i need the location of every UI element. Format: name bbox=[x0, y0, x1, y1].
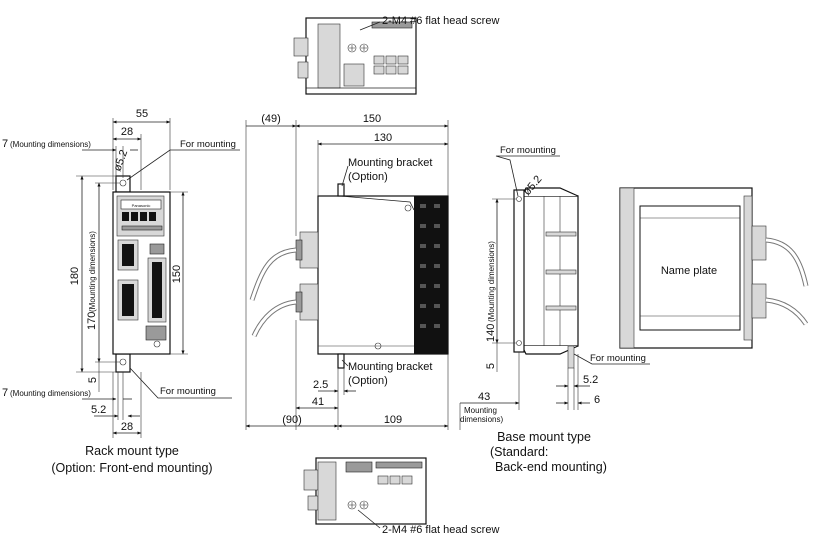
base-subtitle-1: (Standard: bbox=[490, 445, 548, 459]
dim-5-front: 5 bbox=[87, 377, 99, 383]
name-plate-label: Name plate bbox=[661, 265, 717, 277]
for-mounting-label-3: For mounting bbox=[500, 145, 556, 156]
dim-phi52-front: ø5.2 bbox=[112, 148, 131, 173]
bracket-option-bottom: (Option) bbox=[348, 375, 388, 387]
rack-title: Rack mount type bbox=[85, 444, 179, 458]
dim-109: 109 bbox=[384, 414, 402, 426]
bracket-label-top: Mounting bracket bbox=[348, 157, 432, 169]
for-mounting-label-4: For mounting bbox=[590, 353, 646, 364]
base-mount-side-view: ø5.2 For mounting 140 (Mounting dimensio… bbox=[459, 145, 650, 474]
dimensions-word: dimensions) bbox=[460, 415, 503, 424]
dim-55: 55 bbox=[136, 108, 148, 120]
bracket-option-top: (Option) bbox=[348, 171, 388, 183]
dim-7-bottom: 7 bbox=[2, 387, 8, 399]
for-mounting-label-2: For mounting bbox=[160, 386, 216, 397]
rear-view: Name plate bbox=[619, 187, 809, 349]
dim-170: 170 bbox=[86, 312, 98, 330]
dim-52-base: 5.2 bbox=[583, 374, 598, 386]
dim-28-bottom: 28 bbox=[121, 421, 133, 433]
dim-43: 43 bbox=[478, 391, 490, 403]
front-view-rack: Panasonic 55 28 7 (Mounting dimensions) bbox=[2, 108, 240, 475]
mounting-dims-label-top: (Mounting dimensions) bbox=[10, 140, 91, 149]
dim-49: (49) bbox=[261, 113, 281, 125]
dim-41: 41 bbox=[312, 396, 324, 408]
mounting-dims-label-140: (Mounting dimensions) bbox=[487, 241, 496, 322]
base-subtitle-2: Back-end mounting) bbox=[495, 460, 607, 474]
dim-5-base: 5 bbox=[485, 363, 497, 369]
for-mounting-label-1: For mounting bbox=[180, 139, 236, 150]
dim-2-5: 2.5 bbox=[313, 379, 328, 391]
dim-130: 130 bbox=[374, 132, 392, 144]
dim-28-top: 28 bbox=[121, 126, 133, 138]
screw-label-bottom: 2-M4 #6 flat head screw bbox=[382, 524, 499, 536]
dim-140: 140 bbox=[485, 324, 497, 342]
dim-150-horizontal: 150 bbox=[363, 113, 381, 125]
dim-180: 180 bbox=[69, 267, 81, 285]
base-title: Base mount type bbox=[497, 430, 591, 444]
dim-7-top: 7 bbox=[2, 138, 8, 150]
dim-90: (90) bbox=[282, 414, 302, 426]
dim-52-front: 5.2 bbox=[91, 404, 106, 416]
brand-label: Panasonic bbox=[132, 203, 151, 208]
mounting-word: Mounting bbox=[464, 406, 497, 415]
dim-150-vertical: 150 bbox=[171, 265, 183, 283]
rack-subtitle: (Option: Front-end mounting) bbox=[51, 461, 212, 475]
mounting-dims-label-bottom: (Mounting dimensions) bbox=[10, 389, 91, 398]
mounting-dims-label-170: (Mounting dimensions) bbox=[88, 231, 97, 312]
top-view: 2-M4 #6 flat head screw bbox=[293, 15, 499, 95]
bracket-label-bottom: Mounting bracket bbox=[348, 361, 432, 373]
side-view: (49) 150 130 Mounting bracket (Option) M… bbox=[245, 113, 449, 430]
screw-label-top: 2-M4 #6 flat head screw bbox=[382, 15, 499, 27]
dim-6: 6 bbox=[594, 394, 600, 406]
bottom-view: 2-M4 #6 flat head screw bbox=[303, 457, 499, 536]
